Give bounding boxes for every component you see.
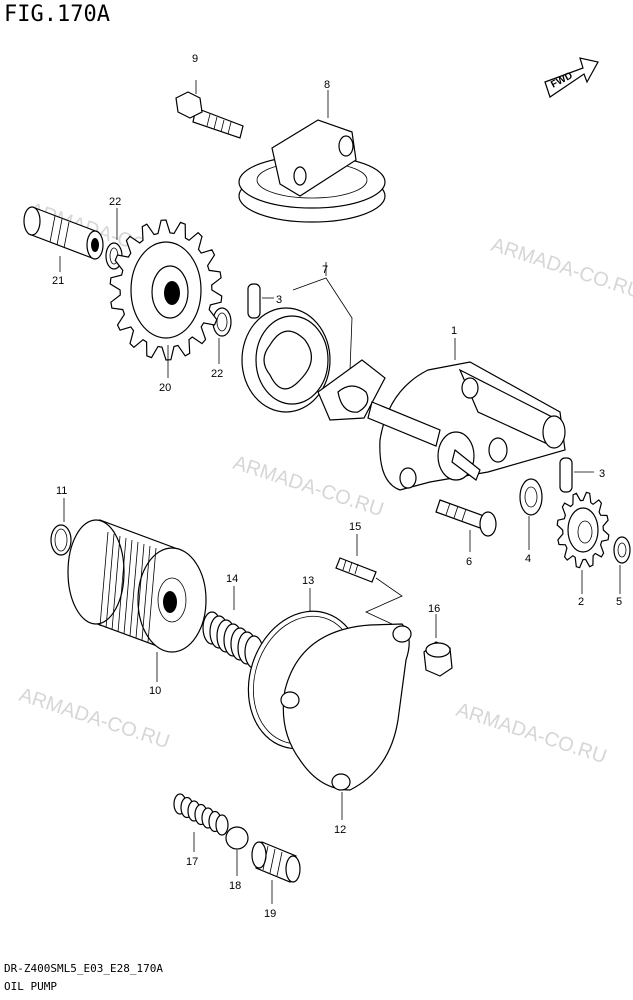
callout-17: 17 (186, 856, 198, 868)
screw-part-6 (435, 499, 497, 552)
fwd-arrow-icon: FWD (544, 57, 599, 98)
filter-pleat (123, 539, 133, 635)
oil-filter-part-10 (67, 519, 207, 682)
callout-9: 9 (192, 53, 198, 65)
callout-5: 5 (616, 596, 622, 608)
callout-11: 11 (56, 485, 67, 497)
callout-22b: 22 (211, 368, 223, 380)
cover-part-8 (238, 90, 386, 223)
callout-3b: 3 (599, 468, 605, 480)
rotor-part-7 (241, 262, 386, 421)
callout-15: 15 (349, 521, 361, 533)
filter-pleat (129, 541, 139, 637)
circlip-part-22b (212, 307, 232, 364)
filter-pleat (141, 545, 151, 641)
callout-8: 8 (324, 79, 330, 91)
clip-part-5 (613, 536, 631, 594)
figure-title: FIG.170A (4, 2, 110, 27)
filter-pleat (147, 547, 157, 643)
callout-2: 2 (578, 596, 584, 608)
callout-14: 14 (226, 573, 238, 585)
callout-labels: 1 2 3 3 4 5 6 7 8 9 10 11 12 13 14 15 16… (52, 53, 622, 920)
stud-part-15 (335, 534, 403, 625)
callout-12: 12 (334, 824, 346, 836)
shaft-part-21 (23, 206, 104, 272)
spring-part-14 (202, 586, 264, 669)
washer-part-4 (519, 478, 543, 550)
cover-part-12 (280, 623, 412, 820)
callout-22a: 22 (109, 196, 121, 208)
callout-16: 16 (428, 603, 440, 615)
callout-21: 21 (52, 275, 64, 287)
callout-19: 19 (264, 908, 276, 920)
filter-pleat (105, 533, 115, 629)
pin-part-3b (559, 457, 594, 493)
plug-part-19 (251, 841, 301, 904)
watermark-text: ARMADA-CO.RU (453, 699, 609, 768)
o-ring-part-11 (50, 498, 72, 556)
callout-13: 13 (302, 575, 314, 587)
pump-body-part-1 (367, 338, 566, 491)
callout-10: 10 (149, 685, 161, 697)
filter-pleat (111, 535, 121, 631)
footer-diagram-name: OIL PUMP (4, 980, 57, 993)
callout-18: 18 (229, 880, 241, 892)
callout-6: 6 (466, 556, 472, 568)
footer-diagram-code: DR-Z400SML5_E03_E28_170A (4, 962, 163, 975)
filter-pleat (135, 543, 145, 639)
filter-pleat (99, 531, 109, 627)
gear-part-20 (109, 219, 223, 378)
bolt-part-9 (175, 80, 244, 139)
filter-pleat (117, 537, 127, 633)
watermark-text: ARMADA-CO.RU (488, 234, 633, 303)
ball-part-18 (225, 826, 249, 876)
spring-part-17 (173, 793, 229, 852)
callout-20: 20 (159, 382, 171, 394)
pin-part-3a (247, 283, 274, 319)
gear-part-2 (556, 491, 610, 594)
spring-coil (215, 814, 229, 836)
callout-7: 7 (322, 264, 328, 276)
nut-part-16 (423, 614, 453, 677)
callout-1: 1 (451, 325, 457, 337)
callout-3a: 3 (276, 294, 282, 306)
watermark-text: ARMADA-CO.RU (230, 452, 386, 521)
callout-4: 4 (525, 553, 531, 565)
